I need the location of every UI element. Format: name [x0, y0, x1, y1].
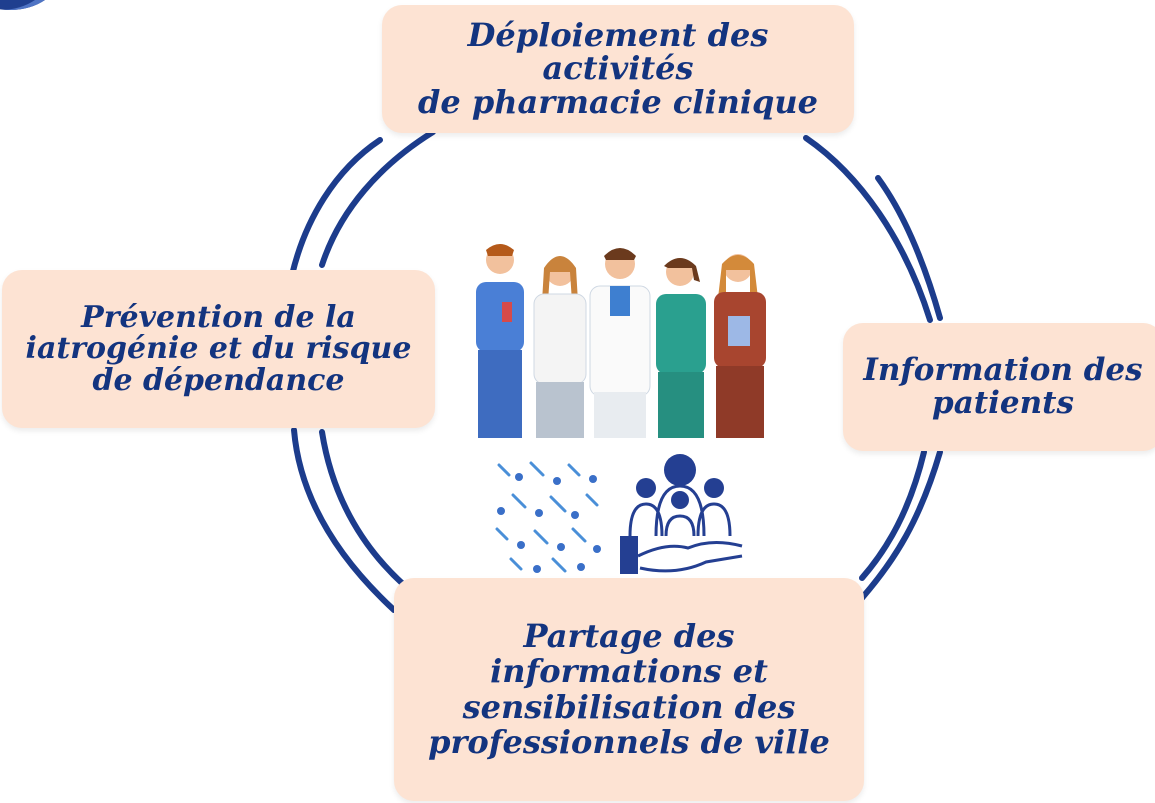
node-top: Déploiement des activités de pharmacie c… — [382, 5, 854, 133]
node-top-label: Déploiement des activités de pharmacie c… — [417, 15, 819, 121]
healthcare-team-illustration — [476, 244, 766, 438]
ring-arc-top-right-inner — [875, 175, 943, 321]
person-1-icon — [476, 244, 524, 438]
person-5-icon — [714, 254, 766, 438]
node-bottom: Partage des informations et sensibilisat… — [394, 578, 864, 801]
person-4-icon — [656, 258, 706, 438]
node-right: Information des patients — [843, 323, 1155, 451]
ring-arc-top-right-outer — [803, 135, 933, 323]
node-bottom-label: Partage des informations et sensibilisat… — [428, 617, 830, 761]
node-left-label: Prévention de la iatrogénie et du risque… — [25, 299, 412, 398]
person-3-icon — [589, 248, 651, 438]
ring-arc-bottom-right-outer — [859, 449, 943, 601]
medication-pattern-icon — [495, 461, 601, 573]
node-right-label: Information des patients — [863, 352, 1143, 421]
ring-arc-top-left-outer — [289, 137, 383, 278]
ring-arc-bottom-left-outer — [291, 427, 397, 613]
corner-logo-icon — [0, 0, 60, 10]
community-care-icon — [620, 454, 743, 574]
ring-arc-bottom-left-inner — [319, 429, 407, 588]
node-left: Prévention de la iatrogénie et du risque… — [2, 270, 435, 428]
ring-arc-bottom-right-inner — [859, 449, 927, 581]
ring-arc-top-left-inner — [319, 129, 436, 268]
person-2-icon — [533, 256, 587, 438]
